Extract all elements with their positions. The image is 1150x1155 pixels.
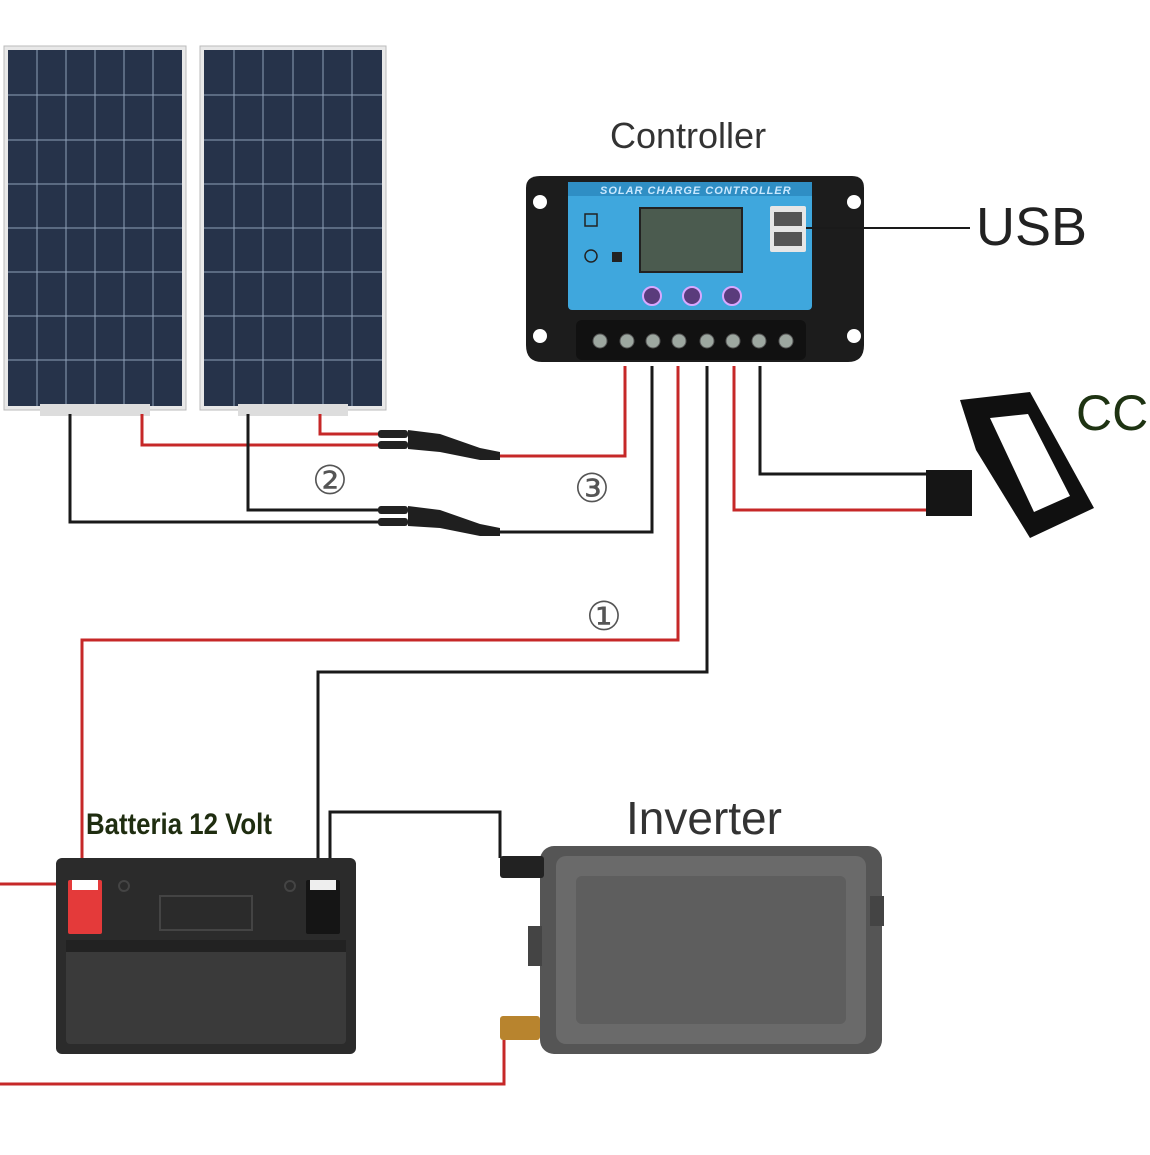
controller-faceplate-title: SOLAR CHARGE CONTROLLER <box>600 185 792 197</box>
load-wires <box>732 366 926 512</box>
wire-number-1: ① <box>586 595 622 639</box>
dc-load-lamp <box>926 392 1094 538</box>
panel-wires <box>68 366 654 534</box>
controller-label: Controller <box>610 115 767 156</box>
inverter-positive-terminal <box>500 1016 540 1040</box>
controller-button-1 <box>642 286 662 306</box>
inverter-label: Inverter <box>626 792 782 844</box>
battery-positive-terminal <box>68 880 102 934</box>
controller-button-2 <box>682 286 702 306</box>
usb-label: USB <box>976 197 1088 257</box>
battery-wires <box>80 366 709 882</box>
lcd-screen <box>639 207 743 273</box>
battery-label: Batteria 12 Volt <box>86 808 272 841</box>
wire-number-2: ② <box>312 459 348 503</box>
mc4-connector-black <box>378 506 500 536</box>
solar-panel-left <box>3 45 187 416</box>
wire-number-3: ③ <box>574 467 610 511</box>
solar-panel-right <box>199 45 387 416</box>
battery-negative-terminal <box>306 880 340 934</box>
charge-controller <box>526 176 864 362</box>
mc4-connector-red <box>378 430 500 460</box>
battery-12v <box>56 858 356 1054</box>
inverter-wires <box>0 810 506 1086</box>
cc-label: CC <box>1076 385 1149 441</box>
controller-button-3 <box>722 286 742 306</box>
inverter-negative-terminal <box>500 856 544 878</box>
inverter <box>500 846 884 1054</box>
